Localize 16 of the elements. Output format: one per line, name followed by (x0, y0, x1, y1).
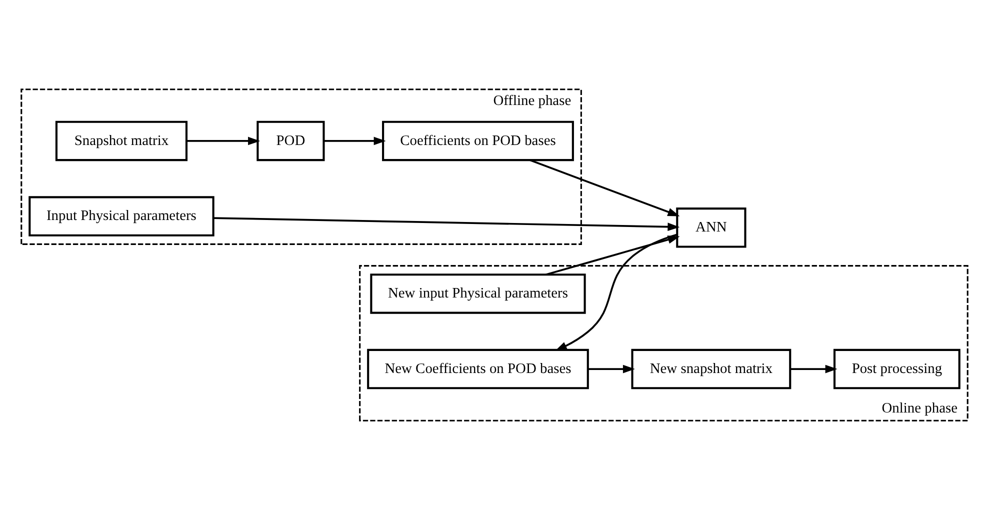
arrow (186, 136, 260, 146)
node-box: Snapshot matrix (55, 120, 188, 162)
node-box: Coefficients on POD bases (382, 120, 574, 162)
node-box: Post processing (833, 348, 960, 390)
arrow (790, 364, 838, 374)
node-box: POD (256, 120, 325, 162)
node-box: New Coefficients on POD bases (367, 348, 589, 390)
node-box: ANN (676, 208, 746, 248)
node-box: New snapshot matrix (631, 348, 792, 390)
arrow (555, 234, 678, 352)
arrow (588, 364, 635, 374)
arrow (213, 217, 680, 232)
arrow (530, 159, 680, 216)
node-box: Input Physical parameters (28, 196, 214, 236)
node-box: New input Physical parameters (370, 274, 586, 314)
arrow (324, 136, 386, 146)
